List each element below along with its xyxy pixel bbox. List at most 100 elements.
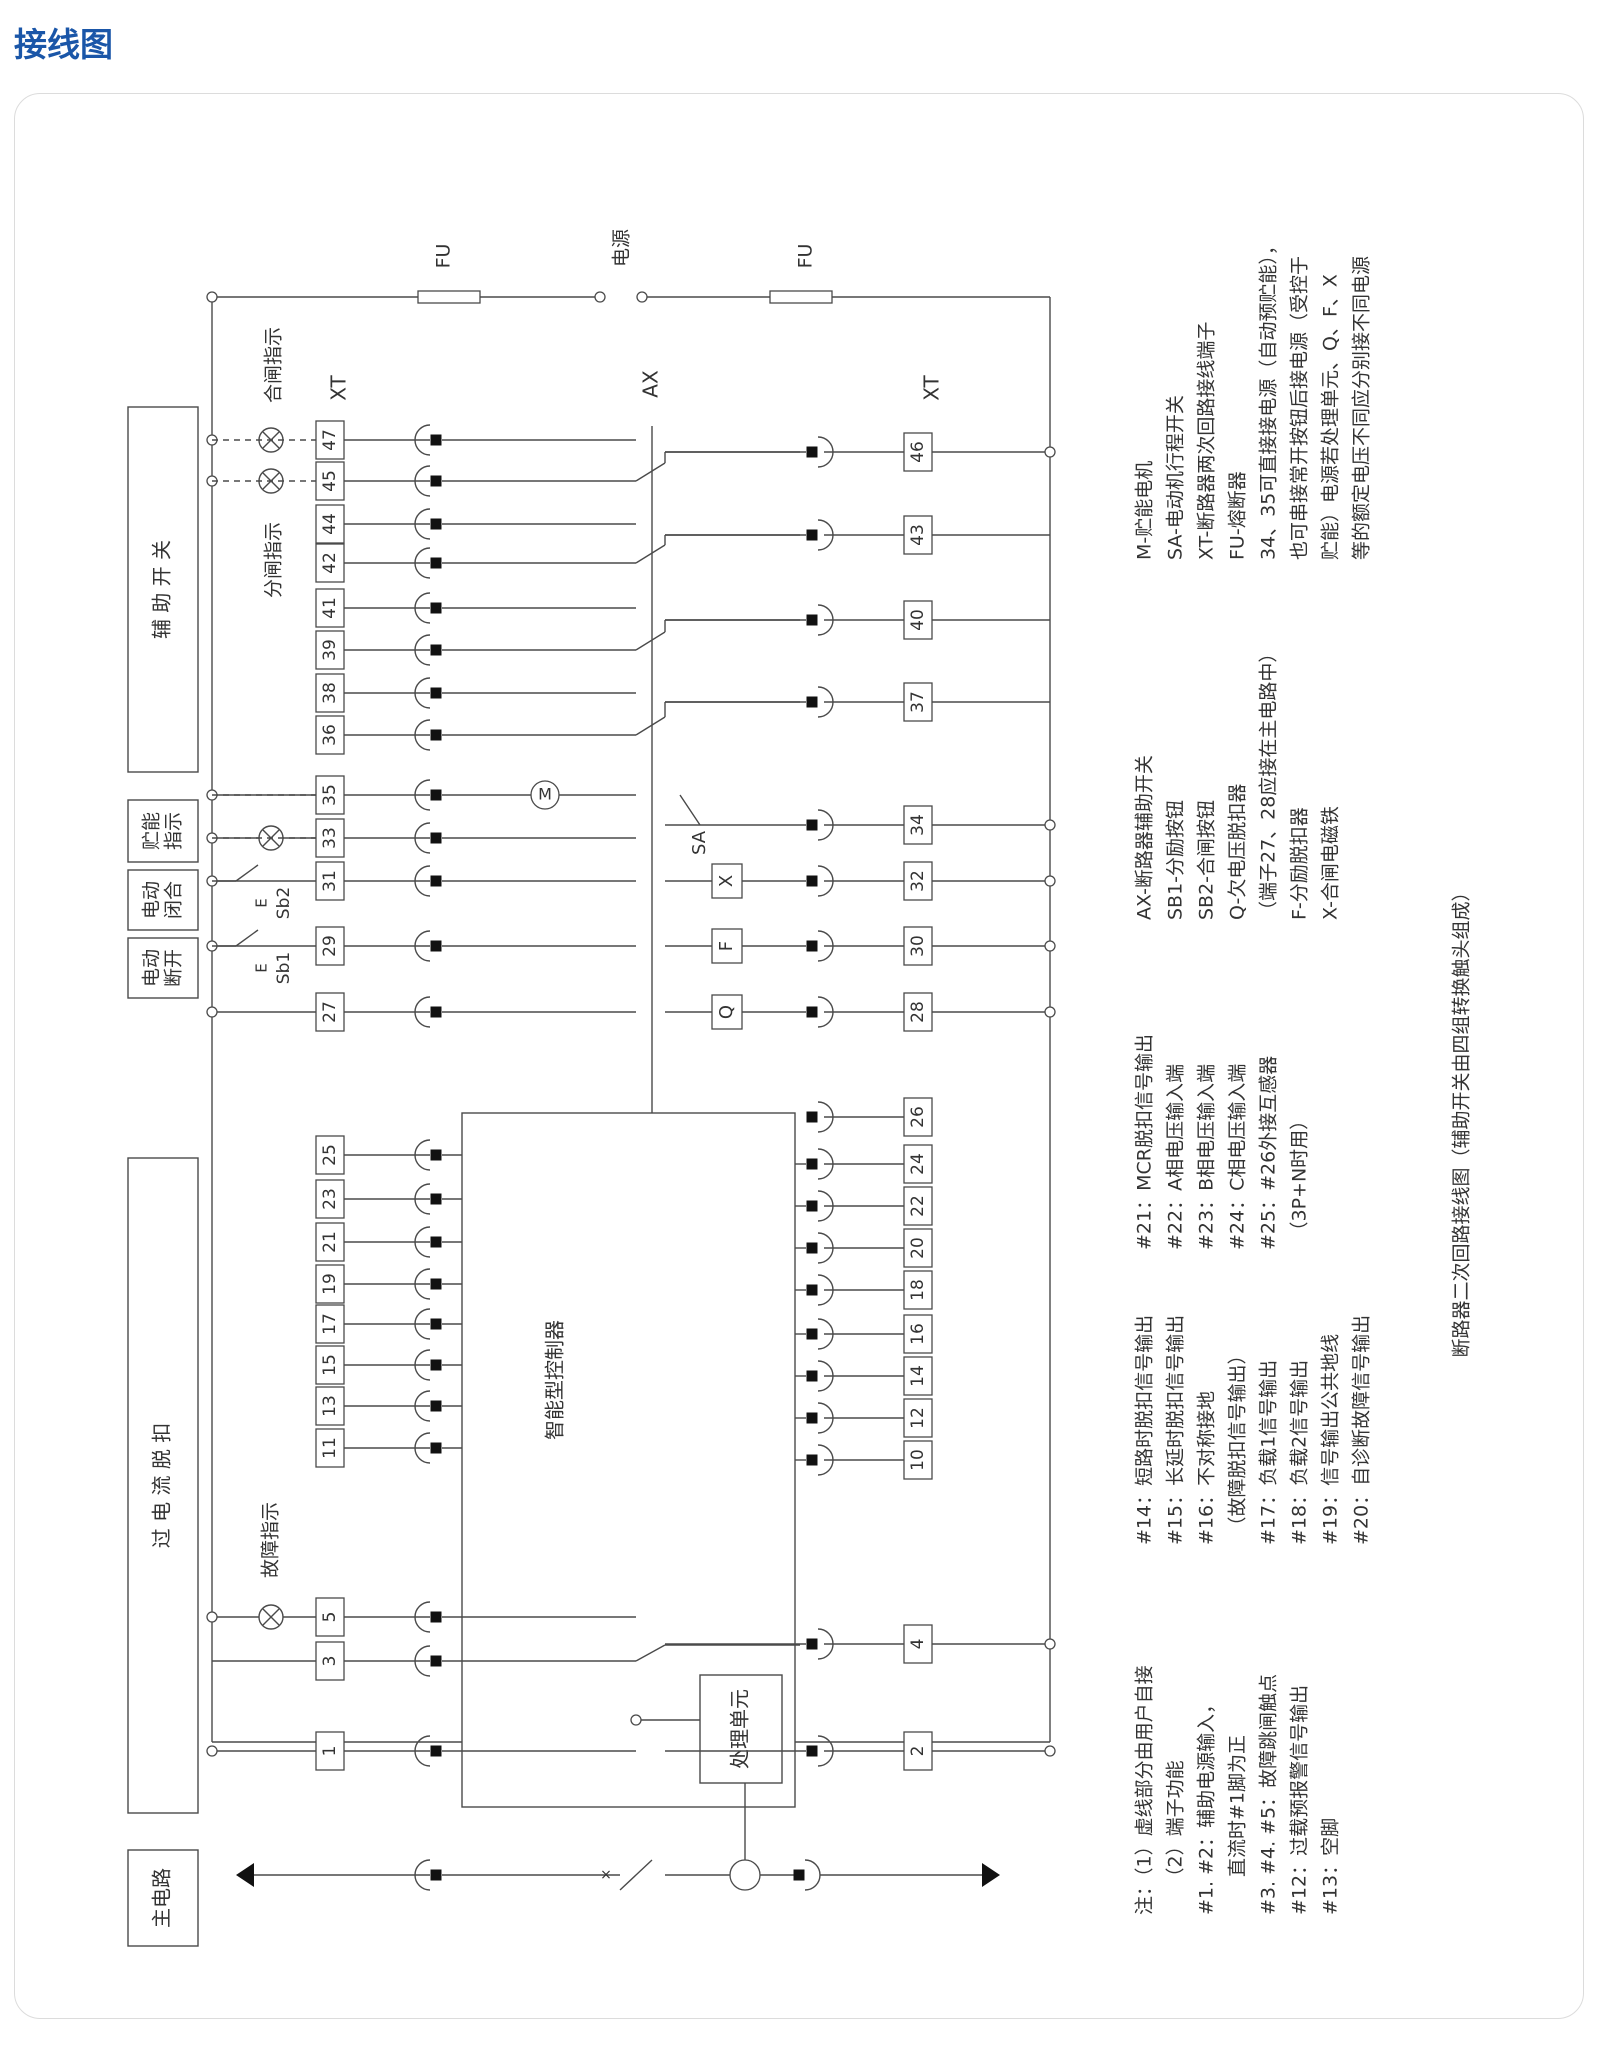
junction-node [1044,1006,1056,1018]
plug-pin [806,1412,818,1424]
terminal-number: 17 [320,1313,340,1335]
section-energy-store [127,799,199,863]
terminal-number: 39 [320,639,340,661]
terminal-number: 46 [908,441,928,463]
terminal-number: 47 [320,429,340,451]
terminal-box [903,1144,933,1184]
plug-pin [430,1655,442,1667]
junction-node [206,1611,218,1623]
note-line: #3. #4. #5：故障跳闸触点 [1258,1674,1280,1915]
sb1-contact [235,929,259,947]
terminal-box [315,1222,345,1262]
plug-pin [806,1454,818,1466]
junction-node [1044,819,1056,831]
plug-pin [806,1284,818,1296]
section-overcurrent-trip [127,1157,199,1814]
controller-label: 智能型控制器 [543,1320,567,1440]
plug-pin [806,1638,818,1650]
terminal-number: 15 [320,1354,340,1376]
note-line: 等的额定电压不同应分别接不同电源 [1351,256,1373,560]
section-electric-open-text: 断开 [163,949,185,987]
terminal-number: 13 [320,1395,340,1417]
fuse-label-left: FU [433,244,455,269]
plug-pin [806,1242,818,1254]
terminal-number: 34 [908,814,928,836]
plug-pin [430,1869,442,1881]
note-line: #12：过载预报警信号输出 [1289,1685,1311,1915]
note-line: 贮能）电源若处理单元、Q、F、X [1320,274,1342,560]
terminal-number: 33 [320,827,340,849]
plug-pin [430,875,442,887]
plug-pin [806,875,818,887]
note-line: #20：自诊断故障信号输出 [1351,1315,1373,1545]
note-line: SB1-分励按钮 [1165,800,1187,920]
terminal-box [315,1428,345,1468]
power-label: 电源 [611,229,633,267]
section-main-circuit [127,1849,199,1947]
coil-coil_x [711,863,743,899]
plug-pin [806,614,818,626]
note-line: （2）端子功能 [1165,1760,1187,1915]
junction-node [1044,940,1056,952]
close-indicator-label: 合闸指示 [263,327,285,403]
note-line: #22：A相电压输入端 [1165,1064,1187,1250]
coil-label: F [716,941,737,951]
plug-pin [430,518,442,530]
terminal-number: 41 [320,597,340,619]
plug-pin [806,696,818,708]
terminal-box [315,1641,345,1681]
terminal-box [315,1135,345,1175]
note-line: #15：长延时脱扣信号输出 [1165,1315,1187,1545]
terminal-number: 25 [320,1144,340,1166]
note-line: #25：#26外接互感器 [1258,1056,1280,1250]
note-line: #17：负载1信号输出 [1258,1360,1280,1545]
fuse-left [417,290,481,304]
plug-pin [430,557,442,569]
fault-indicator-lamp-cross [262,1608,280,1626]
main-contact-mark: × [600,1867,612,1883]
plug-pin [793,1869,805,1881]
section-electric-close-text: 电动 [141,881,163,919]
terminal-number: 5 [320,1612,340,1623]
terminal-number: 31 [320,870,340,892]
coil-coil_f [711,928,743,964]
section-overcurrent-trip-text: 过 电 流 脱 扣 [150,1423,174,1548]
main-arrow-right [982,1863,1000,1887]
xt-label-right: XT [920,374,944,400]
section-electric-open [127,937,199,999]
plug-socket [804,1859,821,1891]
section-electric-open-text: 电动 [141,949,163,987]
note-line: #23：B相电压输入端 [1196,1064,1218,1250]
coil-label: X [716,875,737,887]
terminal-box [315,1386,345,1426]
note-line: 直流时#1脚为正 [1227,1735,1249,1915]
power-terminal [594,291,606,303]
junction-node [206,1006,218,1018]
note-line: #13：空脚 [1320,1818,1342,1915]
note-line: F-分励脱扣器 [1289,807,1311,920]
sb1-e-label: E [253,963,271,972]
fault-contact-blade [635,1644,666,1662]
sa-label: SA [689,830,710,855]
fault-indicator-label: 故障指示 [260,1502,282,1578]
terminal-number: 29 [320,935,340,957]
terminal-box [315,1179,345,1219]
terminal-number: 23 [320,1188,340,1210]
sb2-contact [235,864,259,882]
terminal-number: 11 [320,1437,340,1459]
junction-node [206,291,218,303]
plug-pin [806,1158,818,1170]
terminal-number: 26 [908,1106,928,1128]
terminal-number: 24 [908,1153,928,1175]
note-line: （故障脱扣信号输出） [1227,1345,1249,1545]
sb2-e-label: E [253,898,271,907]
coil-label: Q [716,1005,737,1019]
xt-label-left: XT [327,374,351,400]
note-line: SA-电动机行程开关 [1165,395,1187,560]
plug-pin [806,1111,818,1123]
section-aux-switch [127,406,199,773]
junction-node [630,1714,642,1726]
junction-node [206,1745,218,1757]
terminal-number: 20 [908,1237,928,1259]
plug-pin [430,729,442,741]
